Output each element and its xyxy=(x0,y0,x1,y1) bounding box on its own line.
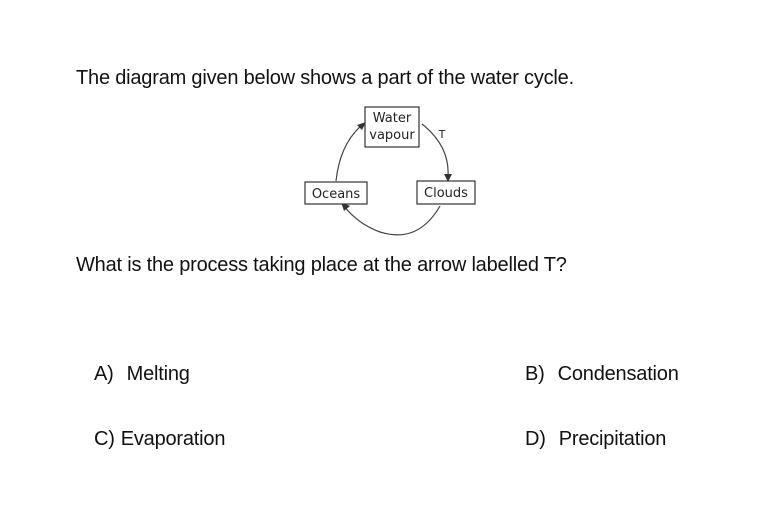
arc-vapour-to-clouds xyxy=(421,123,449,178)
option-b-text: Condensation xyxy=(557,363,679,385)
arc-clouds-to-oceans xyxy=(343,205,441,236)
water-cycle-diagram: Water vapour T Oceans Clouds xyxy=(300,104,485,242)
arrowhead-to-vapour xyxy=(357,122,366,130)
water-cycle-svg: Water vapour T Oceans Clouds xyxy=(304,106,476,236)
option-d[interactable]: D) Precipitation xyxy=(525,428,666,451)
option-c-text: Evaporation xyxy=(120,428,226,450)
option-d-text: Precipitation xyxy=(558,428,667,450)
option-b[interactable]: B) Condensation xyxy=(525,363,679,386)
question-intro: The diagram given below shows a part of … xyxy=(76,67,574,89)
node-clouds-label: Clouds xyxy=(424,186,468,201)
option-c[interactable]: C)Evaporation xyxy=(94,428,225,451)
arrowhead-to-clouds xyxy=(444,174,452,182)
node-water-vapour-box xyxy=(364,106,420,148)
option-b-letter: B) xyxy=(525,363,545,385)
option-c-letter: C) xyxy=(94,428,115,450)
option-d-letter: D) xyxy=(525,428,546,450)
node-water-vapour-line1: Water xyxy=(373,111,412,126)
node-oceans-box xyxy=(304,181,368,205)
option-a-text: Melting xyxy=(126,363,190,385)
arrow-label-t: T xyxy=(438,128,446,141)
arc-oceans-to-vapour xyxy=(335,124,363,182)
node-water-vapour-line2: vapour xyxy=(369,128,415,143)
option-a[interactable]: A) Melting xyxy=(94,363,190,386)
option-a-letter: A) xyxy=(94,363,114,385)
node-oceans-label: Oceans xyxy=(312,187,361,202)
question-prompt: What is the process taking place at the … xyxy=(76,254,567,276)
node-clouds-box xyxy=(416,180,476,205)
